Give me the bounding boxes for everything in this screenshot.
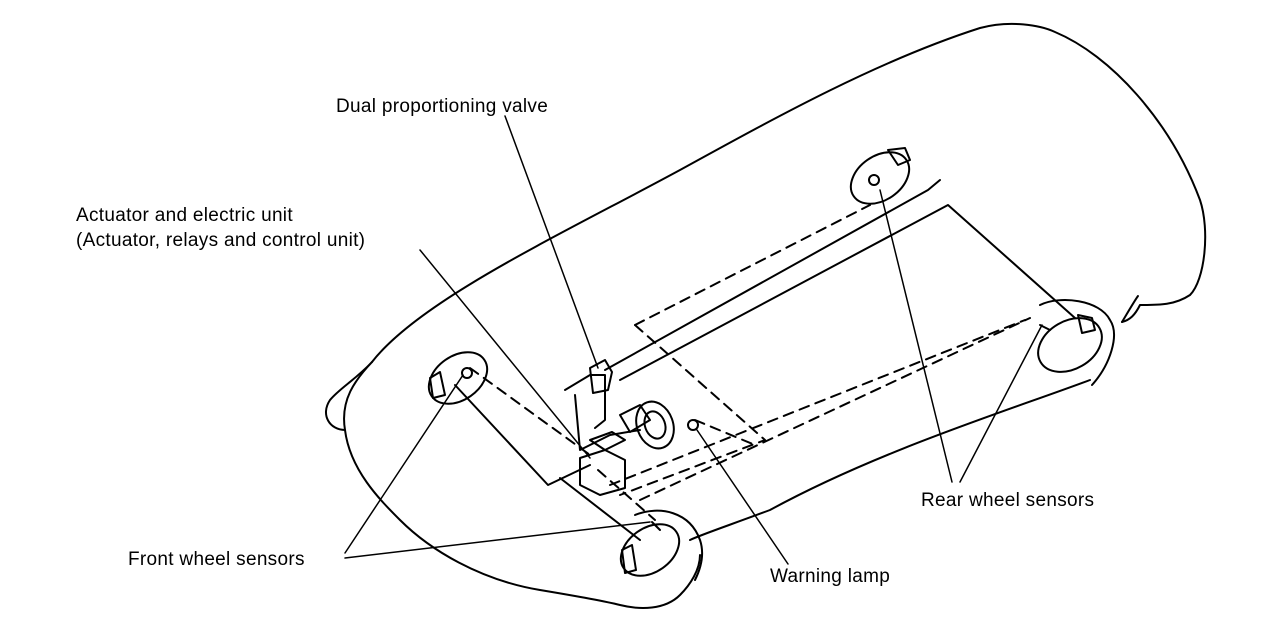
car-rear-wheel-arch [1039,299,1115,386]
sensor-wire-rear-left [634,204,871,326]
brake-line-front-left [454,384,591,486]
sensor-wire-lamp [694,419,756,446]
sensor-wire-front-right [597,469,656,521]
sensor-wire-main [609,319,1026,486]
front-right-sensor [651,521,661,531]
brake-line-rear-left [604,179,941,371]
car-rear-bumper [1121,295,1139,323]
label-actuator-line1: Actuator and electric unit [76,205,293,226]
car-front-nose [325,361,373,431]
master-cylinder [619,404,651,433]
brake-line-unit [574,394,641,451]
brake-booster-inner [643,410,667,440]
car-front-lower [343,361,701,609]
brake-line-front-right [559,477,641,541]
label-dual-proportioning-valve: Dual proportioning valve [336,96,549,117]
label-front-wheel-sensors: Front wheel sensors [128,549,305,570]
leader-actuator [419,249,591,459]
proportioning-valve-body [589,359,613,394]
car-body-outline [371,22,1207,363]
brake-line-valve [564,374,606,429]
front-right-caliper [621,544,637,574]
leader-rear-sensor-right [959,324,1043,483]
rear-left-caliper [887,147,911,166]
sensor-wire-rear-right [639,317,1031,501]
label-warning-lamp: Warning lamp [770,566,891,587]
rear-right-wheel [1037,317,1103,373]
label-actuator-line2: (Actuator, relays and control unit) [76,230,366,251]
label-rear-wheel-sensors: Rear wheel sensors [921,490,1095,511]
leader-warning-lamp [696,429,789,565]
actuator-unit-top [589,431,626,451]
brake-booster [635,400,675,450]
front-left-caliper [429,371,446,399]
car-lower-side [689,379,1091,541]
rear-right-caliper [1077,314,1096,334]
rear-left-sensor [868,174,880,186]
brake-line-rear-right [619,204,1076,381]
leader-dual-valve [504,115,599,369]
leader-front-sensor-right [344,521,651,559]
leader-rear-sensor-left [879,189,953,483]
sensor-wire-diag [619,324,766,496]
warning-lamp-icon [687,419,699,431]
sensor-wire-front-left [469,367,591,456]
rear-left-wheel [849,151,911,205]
car-front-wheel-arch [634,509,704,581]
leader-front-sensor-left [344,374,464,554]
front-left-sensor [461,367,473,379]
